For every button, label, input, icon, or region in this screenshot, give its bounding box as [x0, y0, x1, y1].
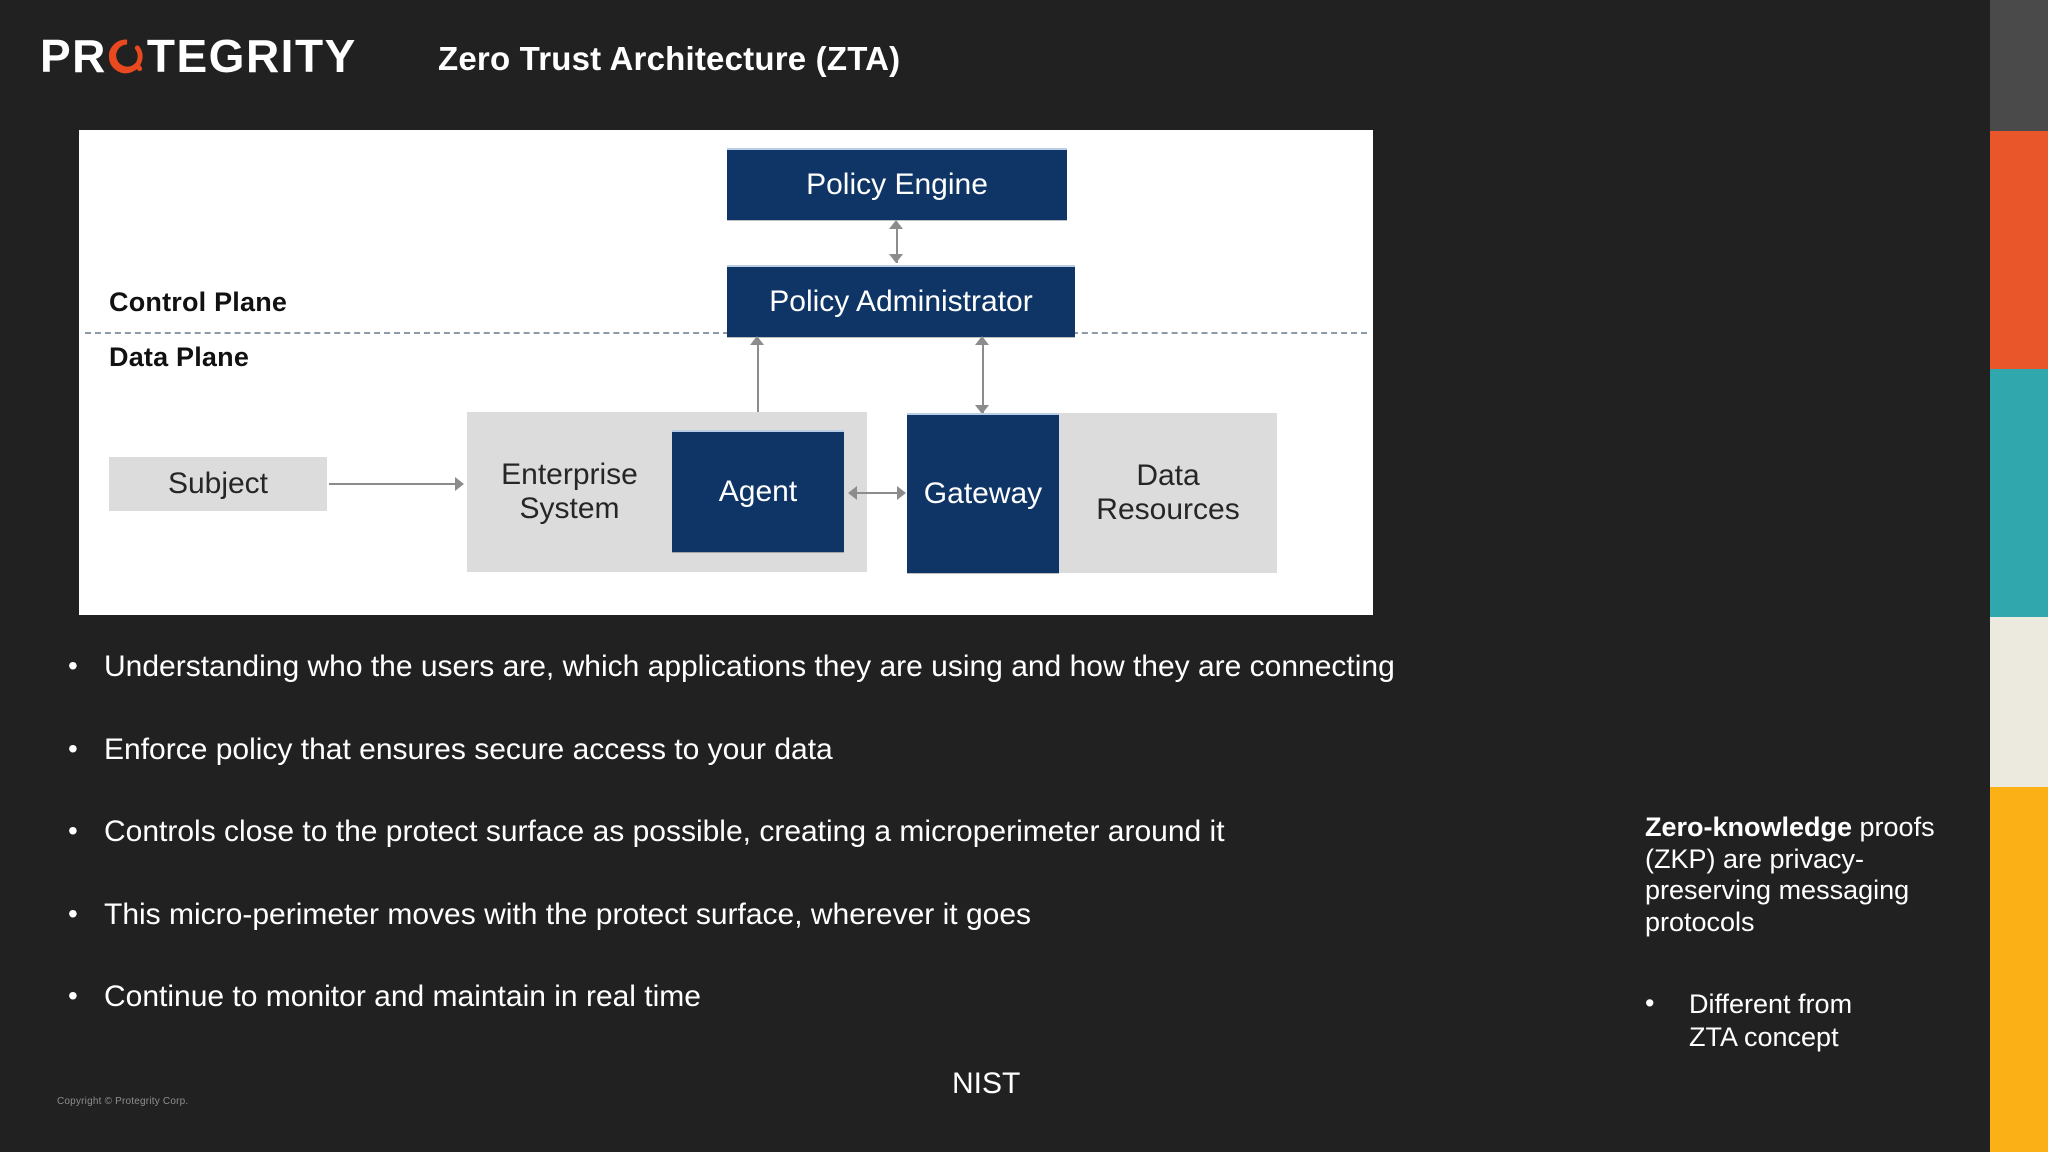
bullet-marker: • [68, 732, 78, 764]
diagram-label-enterprise-system: Enterprise System [467, 412, 672, 572]
list-item: • Understanding who the users are, which… [62, 648, 1622, 686]
zkp-paragraph: Zero-knowledge proofs (ZKP) are privacy-… [1645, 812, 1965, 938]
diagram-box-data-resources: Data Resources [1059, 413, 1277, 573]
bullet-marker: • [1645, 988, 1655, 1019]
zkp-bullet-text: Different from ZTA concept [1689, 988, 1852, 1054]
diagram-box-agent: Agent [672, 430, 844, 552]
bullet-marker: • [68, 980, 78, 1011]
list-item: • Enforce policy that ensures secure acc… [62, 731, 1622, 769]
bullet-marker: • [68, 815, 78, 846]
strip-amber [1990, 787, 2048, 1152]
diagram-source-caption: NIST [952, 1067, 1021, 1100]
bullet-text: Enforce policy that ensures secure acces… [104, 732, 833, 766]
bullet-text: Continue to monitor and maintain in real… [104, 980, 701, 1013]
diagram-box-gateway: Gateway [907, 413, 1059, 573]
diagram-box-policy-administrator: Policy Administrator [727, 265, 1075, 337]
protegrity-logo: PR TEGRITY [40, 33, 357, 79]
bullet-text: Understanding who the users are, which a… [104, 650, 1395, 683]
logo-text-after: TEGRITY [146, 30, 357, 82]
bullet-text: Controls close to the protect surface as… [104, 815, 1225, 848]
zkp-body: proofs (ZKP) are privacy-preserving mess… [1645, 812, 1935, 937]
enterprise-line-2: System [519, 492, 620, 525]
zkp-bullet-line-2: ZTA concept [1689, 1022, 1839, 1053]
orange-ring-o-icon [108, 38, 145, 74]
copyright-notice: Copyright © Protegrity Corp. [57, 1096, 189, 1107]
plane-divider [85, 332, 1367, 334]
zero-knowledge-sidebar: Zero-knowledge proofs (ZKP) are privacy-… [1645, 812, 1965, 1054]
strip-dark-gray [1990, 0, 2048, 131]
logo-text-before: PR [40, 30, 107, 82]
zta-diagram-panel: Control Plane Data Plane Policy Engine P… [79, 130, 1373, 615]
zkp-list-item: • Different from ZTA concept [1645, 988, 1965, 1054]
diagram-box-subject: Subject [109, 457, 327, 511]
list-item: • This micro-perimeter moves with the pr… [62, 896, 1622, 934]
diagram-box-policy-engine: Policy Engine [727, 148, 1067, 220]
logo-text: PR TEGRITY [40, 33, 357, 79]
data-resources-line-1: Data [1136, 459, 1200, 493]
strip-orange [1990, 131, 2048, 369]
strip-teal [1990, 369, 2048, 617]
bullet-marker: • [68, 897, 78, 929]
bullet-marker: • [68, 650, 78, 681]
bullet-list: • Understanding who the users are, which… [62, 648, 1622, 1061]
bullet-text: This micro-perimeter moves with the prot… [104, 897, 1031, 931]
enterprise-line-1: Enterprise [501, 457, 638, 491]
zkp-heading: Zero-knowledge [1645, 812, 1853, 842]
list-item: • Controls close to the protect surface … [62, 813, 1622, 851]
data-plane-label: Data Plane [109, 342, 250, 372]
color-strip-bar [1990, 0, 2048, 1152]
control-plane-label: Control Plane [109, 287, 288, 317]
list-item: • Continue to monitor and maintain in re… [62, 978, 1622, 1016]
page-title: Zero Trust Architecture (ZTA) [438, 40, 901, 77]
strip-cream [1990, 617, 2048, 787]
zkp-bullet-line-1: Different from [1689, 989, 1853, 1020]
data-resources-line-2: Resources [1096, 493, 1240, 526]
